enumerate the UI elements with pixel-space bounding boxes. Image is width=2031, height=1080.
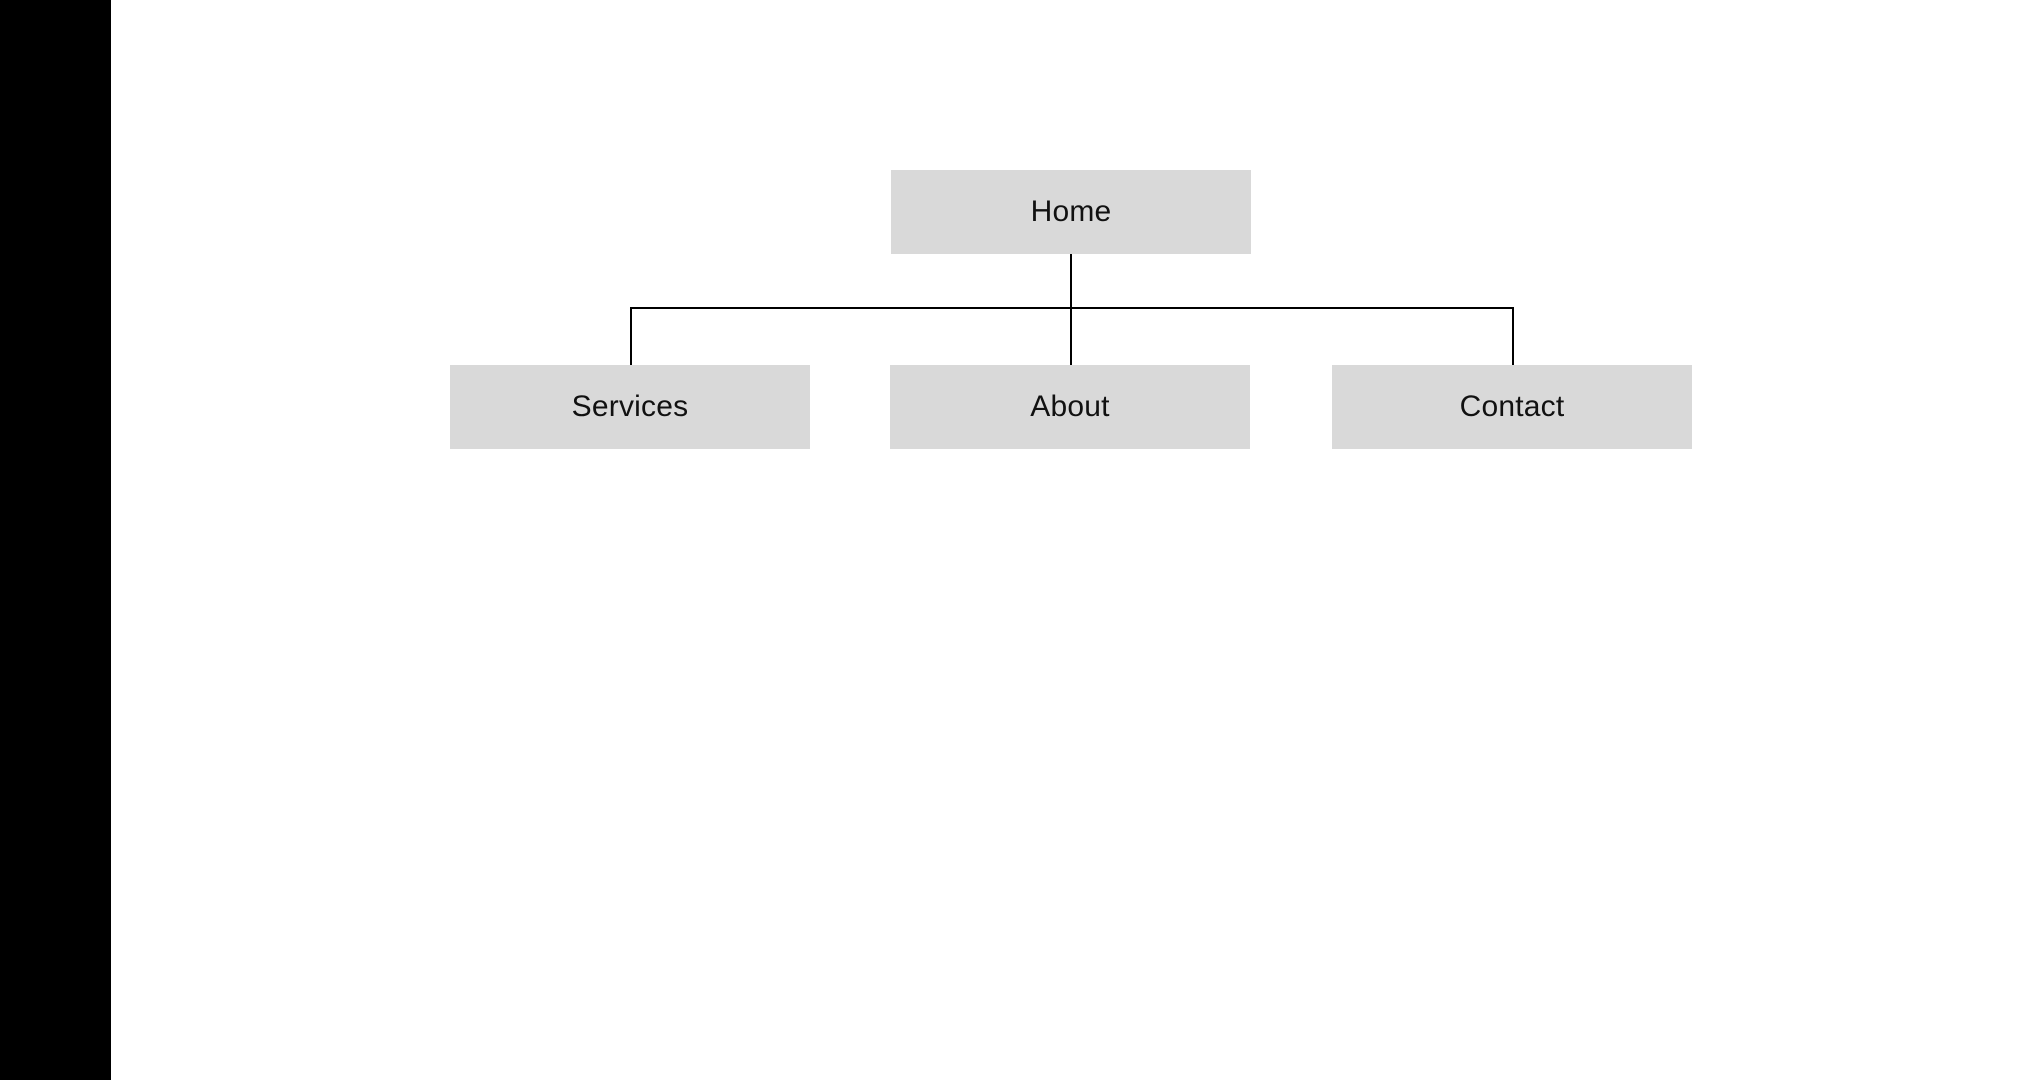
connector-home-stub bbox=[1070, 254, 1072, 308]
node-services-label: Services bbox=[571, 390, 689, 423]
node-contact-label: Contact bbox=[1459, 390, 1565, 423]
connector-horizontal-rail bbox=[630, 307, 1514, 309]
node-home-label: Home bbox=[1030, 195, 1112, 228]
connector-drop-about bbox=[1070, 307, 1072, 365]
node-contact[interactable]: Contact bbox=[1332, 365, 1692, 449]
node-about[interactable]: About bbox=[890, 365, 1250, 449]
node-about-label: About bbox=[1030, 390, 1110, 423]
node-services[interactable]: Services bbox=[450, 365, 810, 449]
connector-drop-services bbox=[630, 307, 632, 365]
connector-drop-contact bbox=[1512, 307, 1514, 365]
node-home[interactable]: Home bbox=[891, 170, 1251, 254]
left-letterbox-bar bbox=[0, 0, 111, 1080]
